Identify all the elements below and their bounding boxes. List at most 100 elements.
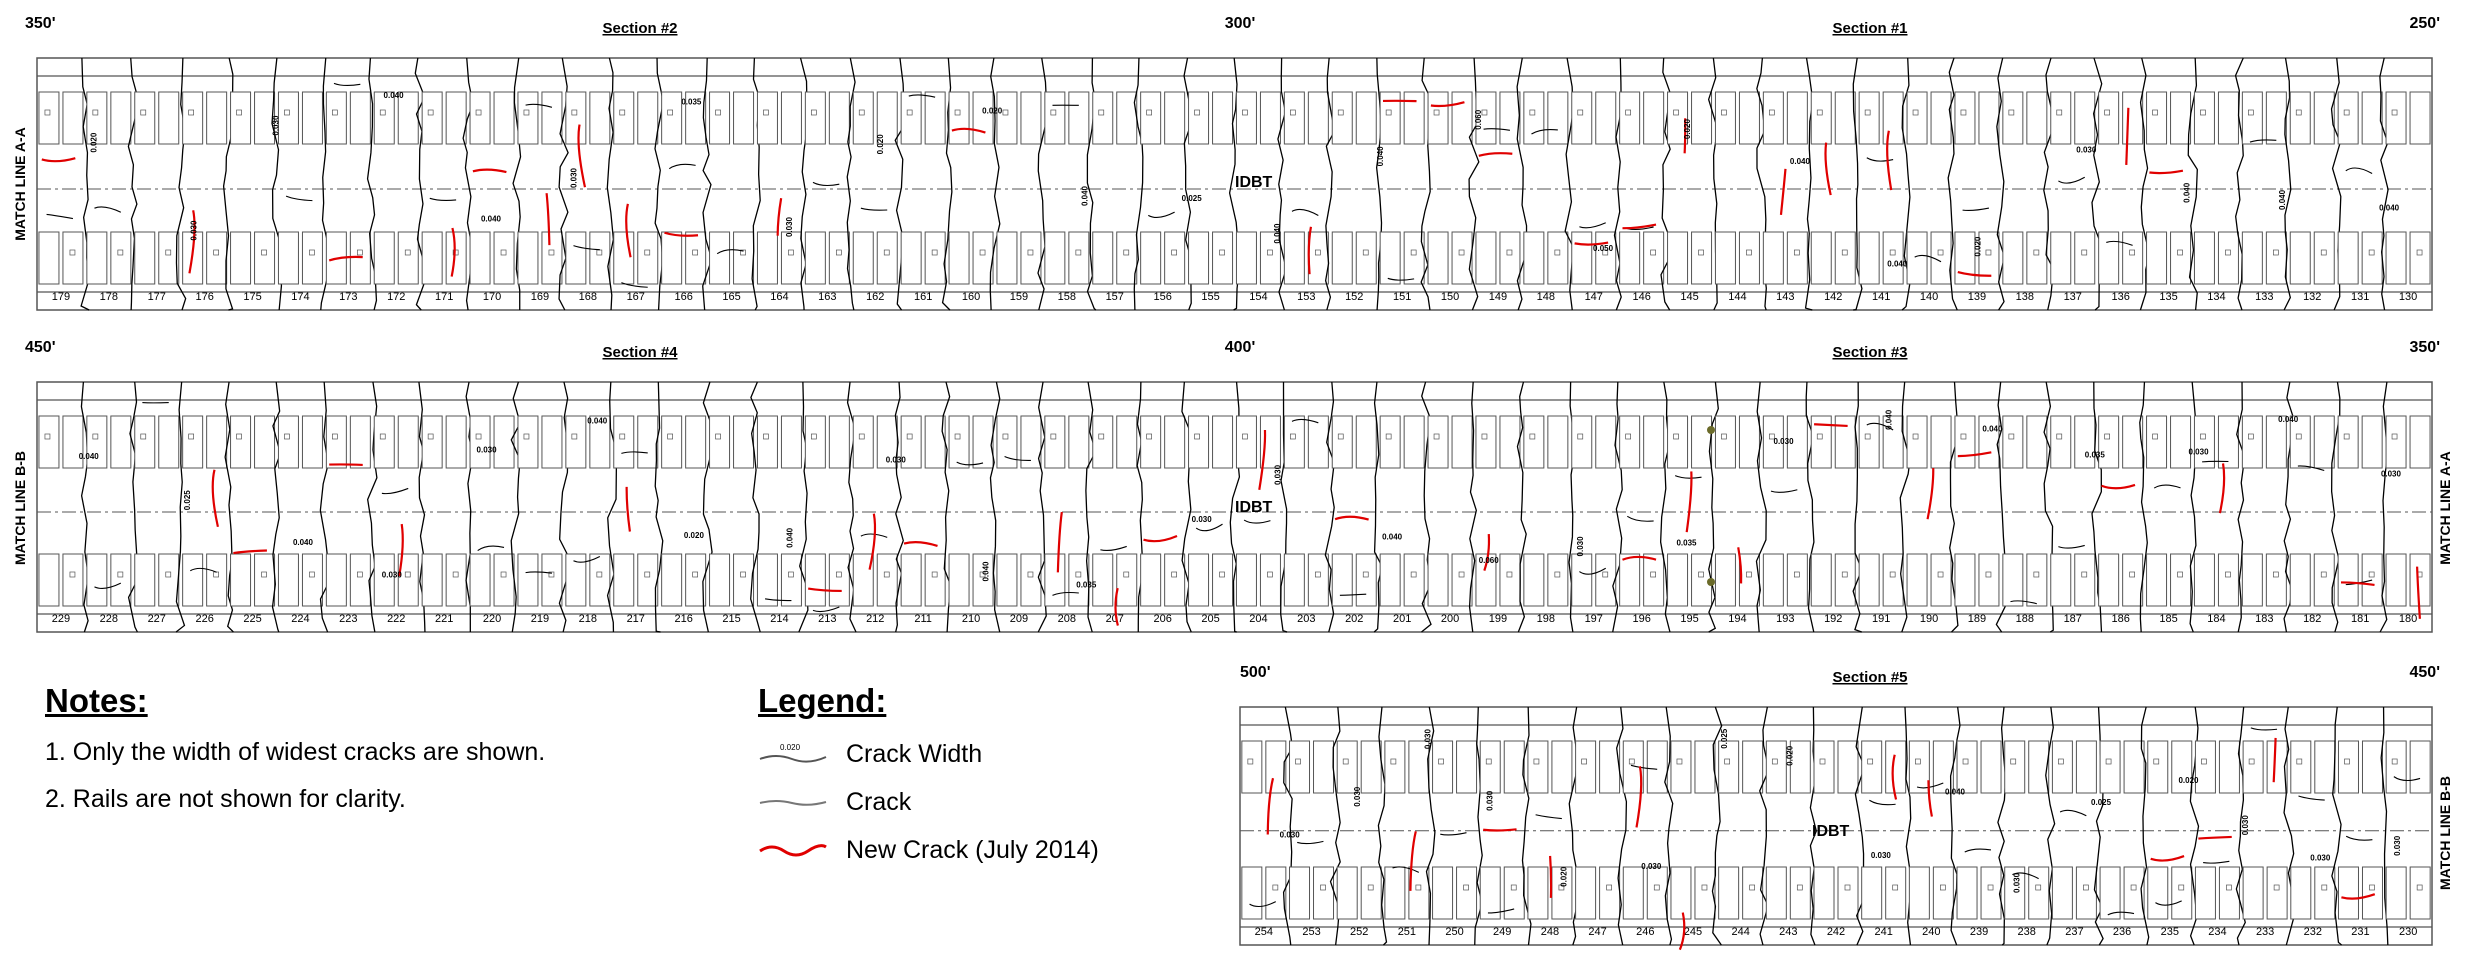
bolt-mark [357,249,363,256]
bolt-mark [2105,758,2112,765]
tie-block [1307,553,1329,607]
tie-block [2002,231,2024,285]
tie-block [1954,231,1976,285]
bolt-mark [2295,433,2302,440]
tie-block [2241,553,2263,607]
tie-number: 196 [1632,613,1650,625]
tie-number: 222 [387,613,405,625]
tie-number: 224 [291,613,309,625]
bolt-mark [69,571,76,578]
crack-width-label: 0.040 [785,527,794,548]
crack [1085,381,1097,633]
bolt-mark [715,433,721,440]
bolt-mark [2320,249,2327,256]
tie-number: 160 [962,291,980,303]
crack [381,487,409,495]
tie-block [2409,415,2431,469]
crack [1805,381,1815,633]
tie-block [2337,866,2359,920]
tie-block [2193,415,2215,469]
crack [1387,277,1415,281]
legend-item-crack-width: 0.020 Crack Width [758,730,1178,778]
bolt-mark [1510,884,1517,891]
tie-number: 158 [1058,291,1076,303]
bolt-mark [1027,571,1034,578]
crack-width-label: 0.030 [2076,146,2097,155]
tie-block [828,91,850,145]
tie-block [1930,415,1952,469]
tie-block [301,415,323,469]
tie-block [38,415,60,469]
legend-sample-width: 0.020 [780,743,801,752]
tie-block [1667,231,1689,285]
crack-width-label: 0.040 [587,417,608,426]
tie-block [397,231,419,285]
station-mid: 300' [1225,15,1256,32]
crack [285,195,313,202]
tie-block [1164,415,1186,469]
tie-block [685,415,707,469]
tie-block [2193,91,2215,145]
crack [429,197,457,201]
new-crack [328,255,363,262]
bolt-mark [2008,433,2015,440]
tie-block [2385,415,2407,469]
bolt-mark [1867,758,1874,765]
bolt-mark [1289,433,1296,440]
bolt-mark [236,109,242,116]
crack [573,556,601,563]
new-crack [1258,429,1267,490]
tie-number: 161 [914,291,932,303]
tie-block [110,553,132,607]
tie-number: 189 [1968,613,1986,625]
bolt-mark [692,571,699,578]
crack-width-label: 0.030 [1576,536,1585,557]
bolt-mark [2391,433,2398,440]
tie-block [158,415,180,469]
crack [1324,381,1335,633]
tie-block [2122,231,2144,285]
tie-block [637,231,659,285]
section-label-right: Section #1 [1832,20,1907,37]
station-left: 450' [25,339,56,356]
bolt-mark [427,433,434,440]
crack [46,213,74,220]
tie-block [1044,415,1066,469]
bolt-mark [883,571,890,578]
tie-block [613,553,635,607]
tie-block [1336,740,1358,794]
tie-number: 200 [1441,613,1459,625]
tie-block [62,415,84,469]
crack [668,163,696,170]
tie-block [1164,553,1186,607]
bolt-mark [1194,109,1200,116]
tie-number: 134 [2207,291,2225,303]
tie-block [2241,91,2263,145]
bolt-mark [1295,758,1301,765]
bolt-mark [1314,571,1321,578]
crack [1148,211,1175,219]
tie-block [134,415,156,469]
tie-number: 137 [2064,291,2082,303]
bolt-mark [1075,571,1082,578]
tie-number: 163 [818,291,836,303]
tie-number: 220 [483,613,501,625]
bolt-mark [2152,109,2158,116]
tie-block [2028,740,2050,794]
tie-block [182,553,204,607]
bolt-mark [2008,109,2015,116]
tie-number: 152 [1345,291,1363,303]
tie-block [1259,415,1281,469]
tie-block [1355,553,1377,607]
tie-block [733,553,755,607]
tie-number: 147 [1585,291,1603,303]
tie-block [1331,91,1353,145]
tie-number: 201 [1393,613,1411,625]
bolt-mark [763,109,769,116]
tie-block [1283,91,1305,145]
tie-block [1858,553,1880,607]
bolt-mark [332,109,338,116]
bolt-mark [1410,571,1417,578]
tie-block [1643,553,1665,607]
crack [1531,128,1558,135]
